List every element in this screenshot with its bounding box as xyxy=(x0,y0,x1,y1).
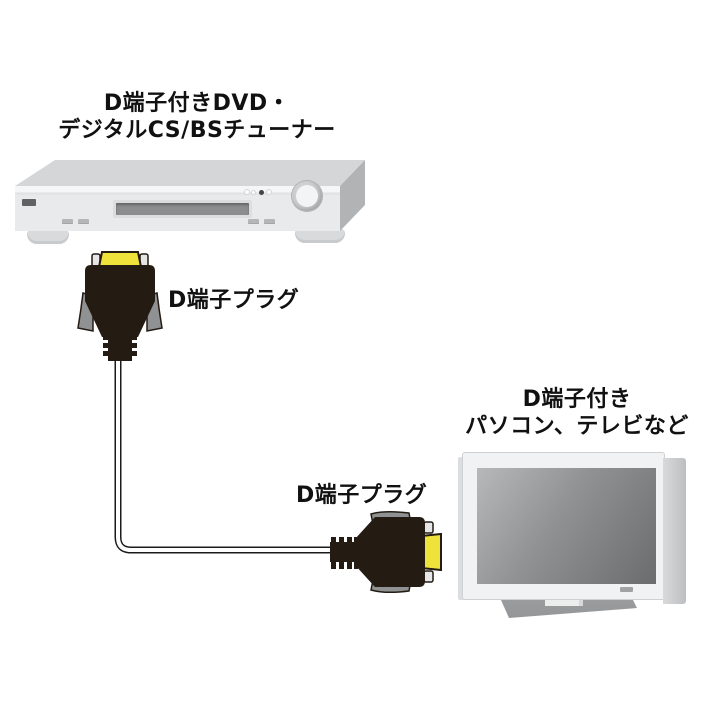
strain-relief xyxy=(330,537,358,569)
strain-relief-ridge xyxy=(103,335,137,340)
tv-screen xyxy=(477,468,656,584)
source-device-label-line2: デジタルCS/BSチューナー xyxy=(58,118,336,143)
source-device-label-line1: D端子付きDVD・ xyxy=(103,91,291,116)
plug-body xyxy=(355,517,425,587)
strain-relief-ridge xyxy=(103,351,137,356)
strain-relief-ridge xyxy=(331,537,336,569)
target-device-label-line2: パソコン、テレビなど xyxy=(465,414,689,439)
d-terminal-plug-top xyxy=(77,251,163,361)
indicator-light xyxy=(252,191,255,194)
tv-monitor-device xyxy=(455,448,713,630)
target-device-label-line1: D端子付き xyxy=(522,387,632,412)
connector-screw-post xyxy=(423,570,434,583)
indicator-light xyxy=(267,190,271,194)
dvd-button xyxy=(78,219,89,224)
dvd-foot-left xyxy=(27,230,69,244)
connection-cable xyxy=(114,357,335,554)
strain-relief xyxy=(103,333,137,361)
dvd-button xyxy=(264,219,275,224)
cable-outline xyxy=(114,357,335,554)
strain-relief-ridge xyxy=(347,537,352,569)
plug-bottom-label: D端子プラグ xyxy=(296,483,428,508)
target-device-label: D端子付き パソコン、テレビなど xyxy=(465,386,689,440)
strain-relief-ridge xyxy=(103,343,137,348)
disc-tray-slot xyxy=(116,203,249,215)
tv-side-face xyxy=(663,458,686,604)
plug-body xyxy=(85,265,155,337)
dvd-button xyxy=(248,219,259,224)
strain-relief-ridge xyxy=(339,537,344,569)
connector-tip xyxy=(97,251,143,268)
dvd-jog-knob-center xyxy=(296,185,318,207)
dvd-button xyxy=(62,219,73,224)
dvd-brand-logo xyxy=(22,199,36,206)
connector-screw-post xyxy=(423,521,434,534)
tv-brand-logo xyxy=(620,587,633,592)
disc-tray xyxy=(113,200,252,218)
source-device-label: D端子付きDVD・ デジタルCS/BSチューナー xyxy=(58,90,336,144)
indicator-light xyxy=(245,190,249,194)
plug-top-label: D端子プラグ xyxy=(168,288,300,313)
dvd-foot-right xyxy=(295,229,345,243)
cable-core xyxy=(116,357,335,552)
d-terminal-plug-bottom xyxy=(330,510,442,594)
dvd-tuner-device xyxy=(15,158,367,250)
indicator-light xyxy=(259,190,264,195)
